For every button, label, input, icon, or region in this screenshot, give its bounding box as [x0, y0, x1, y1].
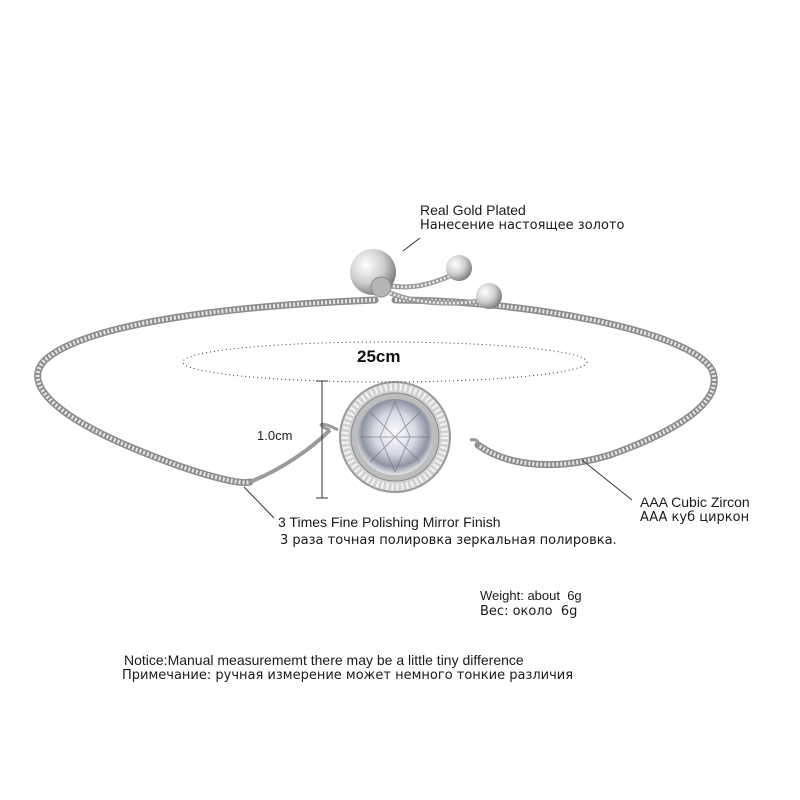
polish-label-en: 3 Times Fine Polishing Mirror Finish [278, 514, 501, 530]
stone-leader-line [581, 459, 633, 501]
plating-label-ru: Нанесение настоящее золото [420, 218, 625, 233]
notice-label: Notice:Manual measurememt there may be a… [122, 652, 574, 684]
end-ball-2 [476, 283, 502, 309]
weight-label-en: Weight: about 6g [480, 588, 582, 603]
stone-label-en: AAA Cubic Zircon [640, 494, 750, 510]
weight-label-ru: Вес: около 6g [480, 604, 578, 619]
plating-leader-line [402, 237, 421, 252]
end-ball-1 [446, 255, 472, 281]
halo-pendant [319, 381, 480, 493]
polish-label: 3 Times Fine Polishing Mirror Finish 3 р… [278, 514, 617, 549]
notice-label-en: Notice:Manual measurememt there may be a… [124, 652, 524, 668]
polish-leader-line [243, 486, 275, 519]
pendant-size-measure-line [316, 380, 328, 499]
length-value: 25cm [357, 347, 401, 366]
plating-label: Real Gold Plated Нанесение настоящее зол… [420, 202, 624, 234]
weight-label: Weight: about 6g Вес: около 6g [480, 588, 582, 620]
polish-label-ru: 3 раза точная полировка зеркальная полир… [280, 533, 617, 548]
slider-bead [350, 249, 396, 298]
plating-label-en: Real Gold Plated [420, 202, 526, 218]
box-chain [34, 272, 718, 486]
stone-label: AAA Cubic Zircon AAA куб циркон [640, 494, 750, 526]
stone-label-ru: AAA куб циркон [640, 510, 750, 525]
length-measure-ellipse [182, 341, 588, 383]
notice-label-ru: Примечание: ручная измерение может немно… [122, 668, 574, 683]
pendant-size-value: 1.0cm [257, 428, 293, 443]
